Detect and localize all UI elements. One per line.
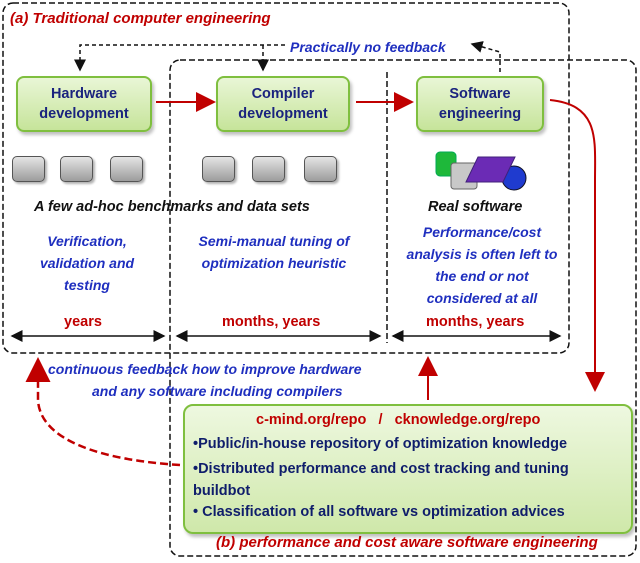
repo-bullet-1: •Public/in-house repository of optimizat…: [193, 436, 568, 452]
benchmark-chip-icon: [60, 156, 93, 182]
benchmark-chip-icon: [304, 156, 337, 182]
region-b-border: [169, 59, 637, 557]
real-software-label: Real software: [428, 199, 523, 215]
activity-compiler: Semi-manual tuning of optimization heuri…: [198, 233, 350, 271]
no-feedback-arrow: [470, 41, 501, 72]
benchmark-chip-icon: [202, 156, 235, 182]
repo-bullet-3: • Classification of all software vs opti…: [193, 504, 565, 520]
compiler-development-box: Compiler development: [216, 76, 350, 132]
real-software-shapes-icon: [435, 151, 527, 191]
arrow-repo-feedback: [25, 357, 181, 467]
benchmarks-label: A few ad-hoc benchmarks and data sets: [34, 199, 310, 215]
region-a-border: [2, 2, 570, 354]
benchmark-chip-icon: [12, 156, 45, 182]
section-a-title: (a) Traditional computer engineering: [10, 10, 271, 27]
repo-title: c-mind.org/repo / cknowledge.org/repo: [256, 412, 541, 428]
period-software: months, years: [426, 314, 525, 330]
benchmark-chip-icon: [110, 156, 143, 182]
software-engineering-box: Software engineering: [416, 76, 544, 132]
repo-bullet-2: •Distributed performance and cost tracki…: [193, 461, 569, 499]
repository-box: [183, 404, 633, 534]
arrow-software-repo: [549, 99, 605, 392]
section-b-title: (b) performance and cost aware software …: [216, 534, 598, 551]
feedback-label-line1: continuous feedback how to improve hardw…: [48, 361, 362, 377]
activity-hardware: Verification, validation and testing: [39, 233, 135, 293]
period-hardware: years: [64, 314, 102, 330]
period-compiler: months, years: [222, 314, 321, 330]
hardware-development-box: Hardware development: [16, 76, 152, 132]
activity-software: Performance/cost analysis is often left …: [406, 224, 558, 306]
no-feedback-label: Practically no feedback: [290, 39, 446, 55]
benchmark-chip-icon: [252, 156, 285, 182]
feedback-label-line2: and any software including compilers: [92, 383, 343, 399]
